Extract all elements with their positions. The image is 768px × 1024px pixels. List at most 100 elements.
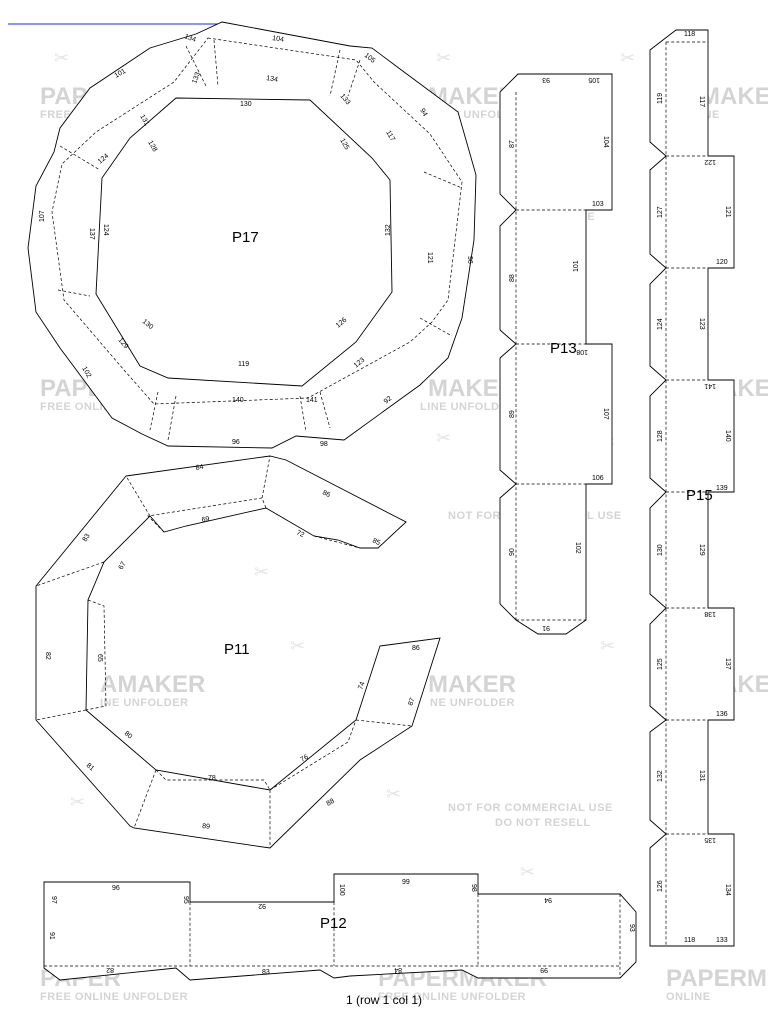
edge-number: 93 [542,76,550,83]
edge-number: 95 [182,896,189,904]
p17-fold [57,289,91,297]
scissors-icon: ✂ [600,636,615,657]
edge-number: 105 [588,76,600,83]
edge-number: 138 [704,610,716,617]
watermark-brand: PAPERM [666,965,767,992]
part-p15: P15 118 119 117 122 127 121 120 124 123 … [649,29,735,947]
scissors-icon: ✂ [54,48,69,69]
scissors-icon: ✂ [386,784,401,805]
p11-fold [313,535,361,549]
edge-number: 130 [657,544,664,556]
edge-number: 103 [592,201,604,208]
edge-number: 128 [657,430,664,442]
edge-number: 137 [724,658,731,670]
watermark-tagline: FREE ONLINE UNFOLDER [378,991,526,1003]
edge-number: 126 [657,880,664,892]
part-p17: P17 104 134 134 130 105 133 133 101 131 … [27,21,477,449]
edge-number: 83 [262,969,270,976]
p17-fold [423,171,463,189]
edge-number: 98 [320,441,328,448]
p13-outline [499,73,613,635]
watermark-notice: NOT FOR COMMERCIAL USE [448,802,613,814]
edge-number: 137 [88,228,95,240]
edge-number: 141 [704,382,716,389]
edge-number: 86 [321,489,331,499]
edge-number: 94 [418,108,428,118]
scissors-icon: ✂ [254,562,269,583]
edge-number: 100 [338,884,345,896]
edge-number: 107 [602,408,609,420]
edge-number: 94 [544,896,552,903]
edge-number: 91 [48,932,55,940]
edge-number: 140 [724,430,731,442]
edge-number: 123 [698,318,705,330]
edge-number: 131 [698,770,705,782]
p17-fold [167,395,177,441]
p15-outline [649,29,735,947]
edge-number: 132 [657,770,664,782]
p17-fold [213,39,219,87]
watermark-tagline: NE UNFOLDER [430,697,515,709]
p17-fold [185,45,207,87]
edge-number: 121 [724,206,731,218]
part-p13: P13 93 105 87 104 103 101 88 108 89 107 … [499,73,613,635]
edge-number: 118 [684,31,695,38]
edge-number: 124 [102,224,109,236]
edge-number: 122 [704,158,716,165]
scissors-icon: ✂ [290,636,305,657]
edge-number: 65 [96,654,103,662]
p11-fold [35,709,87,721]
edge-number: 131 [138,114,150,128]
edge-number: 125 [338,138,350,152]
edge-number: 104 [602,136,609,148]
edge-number: 84 [394,966,402,973]
p11-fold [85,599,107,711]
watermark-notice: IAL USE [575,510,622,522]
edge-number: 85 [371,537,381,547]
watermark-tagline: FREE ONLINE [40,401,119,413]
edge-number: 135 [704,836,716,843]
edge-number: 132 [385,224,392,236]
p15-part-label: P15 [686,487,713,504]
p17-inner-hole [95,97,393,387]
edge-number: 86 [412,645,420,652]
edge-number: 125 [657,658,664,670]
edge-number: 97 [50,896,57,904]
edge-number: 128 [146,140,158,154]
p13-part-label: P13 [550,340,577,357]
edge-number: 88 [326,798,336,808]
edge-number: 99 [402,879,410,886]
edge-number: 81 [85,762,96,772]
p11-fold [261,455,271,499]
edge-number: 139 [716,485,728,492]
edge-number: 102 [574,542,581,554]
part-p12: P12 97 96 95 92 100 99 98 94 91 93 82 83… [43,873,637,981]
edge-number: 130 [240,101,252,108]
p11-fold [35,561,105,587]
edge-number: 96 [466,256,473,264]
p17-fold [319,391,331,429]
edge-number: 67 [118,561,128,571]
edge-number: 90 [509,548,516,556]
p11-fold [125,475,151,517]
edge-number: 83 [82,533,92,543]
p11-outline [35,455,441,849]
edge-number: 104 [272,35,285,44]
watermark-tagline: LINE UNFOLDER [420,401,516,413]
edge-number: 91 [542,624,550,631]
edge-number: 129 [698,544,705,556]
edge-number: 101 [573,260,580,272]
edge-number: 88 [509,274,516,282]
edge-number: 106 [592,475,604,482]
edge-number: 134 [183,33,196,44]
part-p11: P11 84 86 83 69 72 85 67 82 65 86 80 74 … [35,455,441,849]
edge-number: 108 [576,348,588,355]
p17-fold [419,317,453,337]
edge-number: 136 [716,711,728,718]
watermark-tagline: ONLINE [666,991,711,1003]
scissors-icon: ✂ [620,48,635,69]
watermark-brand: AMAKER [100,671,205,698]
p17-part-label: P17 [232,229,259,246]
edge-number: 117 [384,130,396,143]
